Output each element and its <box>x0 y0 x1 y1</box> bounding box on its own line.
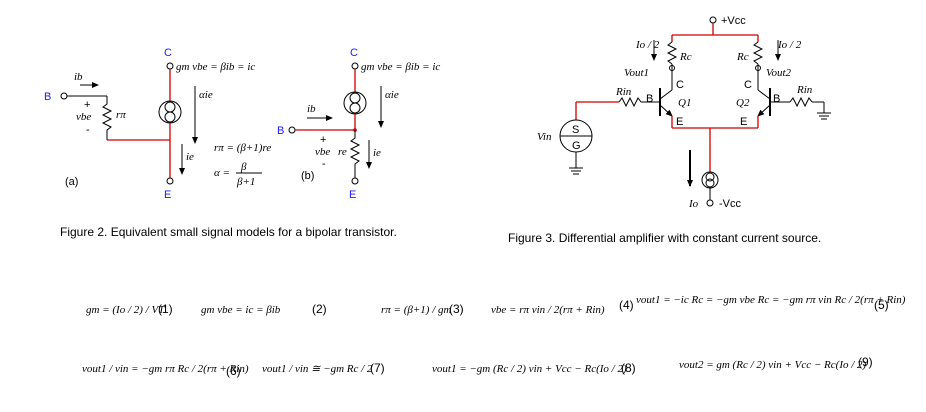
fig2a-source-label: gm vbe = βib = ic <box>176 61 255 73</box>
fig2b-minus: - <box>322 158 326 170</box>
fig3-io: Io <box>688 198 699 210</box>
eq4-number: (4) <box>619 298 634 312</box>
fig2b-plus: + <box>320 134 326 146</box>
fig3-vcc-label: +Vcc <box>721 15 746 27</box>
fig3-rin-right-resistor <box>789 96 813 108</box>
fig2b-panel: (b) <box>301 170 314 182</box>
eq8-number: (8) <box>621 361 636 375</box>
eq8: vout1 = −gm (Rc / 2) vin + Vcc − Rc(Io /… <box>432 363 627 375</box>
fig2a-circuit <box>60 62 198 185</box>
fig2a-node-b <box>60 92 68 100</box>
fig2a-rpi-resistor <box>101 96 113 140</box>
fig2a-node-c <box>166 62 174 70</box>
fig3-rin-left-resistor <box>618 96 642 108</box>
fig2b-circuit <box>288 62 384 185</box>
fig3-source-s: S <box>572 124 579 136</box>
eq2: gm vbe = ic = βib <box>201 304 281 316</box>
fig3-io2-right: Io / 2 <box>777 39 802 51</box>
eq5: vout1 = −ic Rc = −gm vbe Rc = −gm rπ vin… <box>636 294 906 306</box>
fig3-rc-right: Rc <box>736 51 749 63</box>
fig3-rc-left-resistor <box>666 41 678 65</box>
fig2a-panel: (a) <box>65 176 78 188</box>
fig3-vcc-terminal <box>709 16 717 24</box>
fig2a-c-label: C <box>164 47 172 59</box>
fig3-e-right: E <box>740 116 747 128</box>
eq9: vout2 = gm (Rc / 2) vin + Vcc − Rc(Io / … <box>679 359 867 371</box>
fig3-io2-left: Io / 2 <box>635 39 660 51</box>
fig3-circuit <box>559 16 831 207</box>
fig3-vout2: Vout2 <box>766 67 792 79</box>
eq4: vbe = rπ vin / 2(rπ + Rin) <box>491 304 605 316</box>
fig2b-alpha-ie: αie <box>385 89 399 101</box>
fig3-neg-vcc-label: -Vcc <box>719 198 742 210</box>
fig2a-alpha-den: β+1 <box>236 176 255 188</box>
eq7: vout1 / vin ≅ −gm Rc / 2 <box>262 363 373 375</box>
fig2b-ie: ie <box>373 147 381 159</box>
fig3-rc-right-resistor <box>752 41 764 65</box>
fig2a-ie: ie <box>186 151 194 163</box>
fig2a-plus: + <box>84 99 90 111</box>
fig2a-minus: - <box>86 124 90 136</box>
fig2a-node-e <box>166 177 174 185</box>
fig3-rc-left: Rc <box>679 51 692 63</box>
fig2a-alpha-eq: α = <box>214 167 230 179</box>
fig2b-c-label: C <box>350 47 358 59</box>
fig2b-re: re <box>338 146 347 158</box>
fig3-source-g: G <box>572 140 581 152</box>
fig2a-e-label: E <box>164 189 171 201</box>
fig3-caption: Figure 3. Differential amplifier with co… <box>508 231 821 245</box>
fig3-c-right: C <box>744 79 752 91</box>
eq2-number: (2) <box>312 302 327 316</box>
fig3-c-left: C <box>676 79 684 91</box>
fig3-neg-vcc-terminal <box>706 199 714 207</box>
fig2b-ib: ib <box>307 103 316 115</box>
fig3-q2: Q2 <box>736 97 750 109</box>
fig2a-vbe: vbe <box>76 111 91 123</box>
eq1-number: (1) <box>158 302 173 316</box>
fig2b-e-label: E <box>349 189 356 201</box>
eq6: vout1 / vin = −gm rπ Rc / 2(rπ + Rin) <box>82 363 249 375</box>
fig3-current-source <box>701 171 719 189</box>
fig2b-re-resistor <box>349 130 361 178</box>
eq5-number: (5) <box>874 298 889 312</box>
fig3-b-right: B <box>773 93 780 105</box>
fig2a-rpi: rπ <box>116 109 126 121</box>
fig3-b-left: B <box>646 93 653 105</box>
eq1: gm = (Io / 2) / VT <box>86 304 165 316</box>
fig2b-node-e <box>351 177 359 185</box>
equations: gm = (Io / 2) / VT (1) gm vbe = ic = βib… <box>82 294 906 378</box>
fig3-e-left: E <box>676 116 683 128</box>
eq9-number: (9) <box>858 355 873 369</box>
fig2a-alpha-num: β <box>240 161 247 173</box>
eq6-number: (6) <box>226 364 241 378</box>
fig3-vin: Vin <box>537 131 552 143</box>
fig2b-node-c <box>351 62 359 70</box>
fig3-rin-left: Rin <box>615 86 632 98</box>
eq3: rπ = (β+1) / gm <box>381 304 451 316</box>
fig2b-node-b <box>288 126 296 134</box>
fig2b-b-label: B <box>277 125 284 137</box>
eq7-number: (7) <box>370 361 385 375</box>
fig3-rin-right: Rin <box>796 84 813 96</box>
fig2-caption: Figure 2. Equivalent small signal models… <box>60 225 397 239</box>
fig2a-b-label: B <box>44 91 51 103</box>
fig2b-source-label: gm vbe = βib = ic <box>361 61 440 73</box>
fig2a-ib: ib <box>74 71 83 83</box>
fig3-q1: Q1 <box>678 97 691 109</box>
fig2a-alpha-ie: αie <box>199 89 213 101</box>
fig2a-rpi-eq: rπ = (β+1)re <box>214 142 271 154</box>
fig3-vout1: Vout1 <box>624 67 649 79</box>
eq3-number: (3) <box>449 302 464 316</box>
fig2b-vbe: vbe <box>315 146 330 158</box>
